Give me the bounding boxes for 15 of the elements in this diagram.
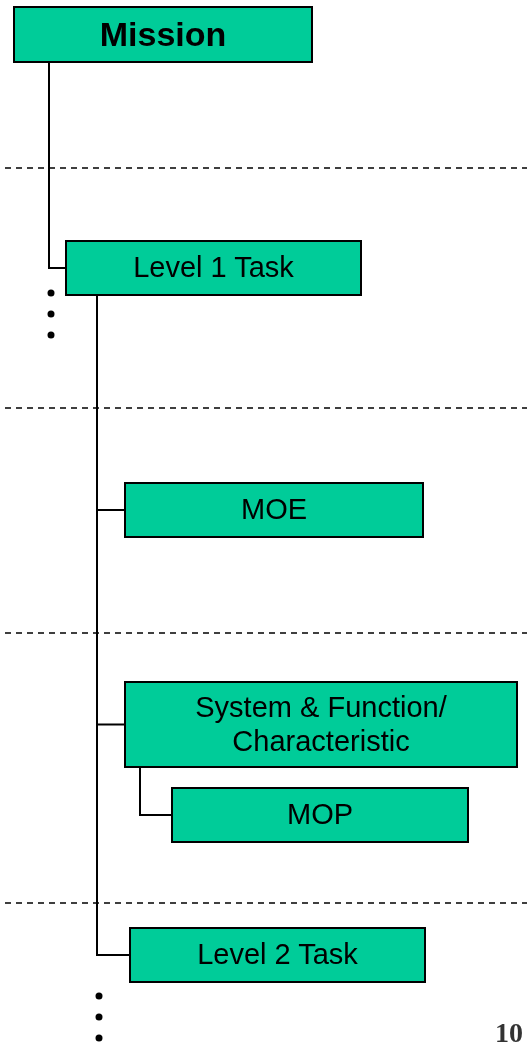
connector-line <box>139 767 172 816</box>
box-label: MOE <box>240 493 308 527</box>
box-label: MOP <box>286 798 354 832</box>
box-label: Level 1 Task <box>133 251 294 285</box>
box-label: System & Function/ Characteristic <box>194 691 448 758</box>
box-label: Level 2 Task <box>197 938 358 972</box>
task-box <box>171 787 469 843</box>
task-box <box>124 482 424 538</box>
task-box <box>13 6 313 63</box>
task-box <box>65 240 362 296</box>
box-label: Mission <box>99 14 227 55</box>
task-box <box>124 681 518 768</box>
task-box <box>129 927 426 983</box>
connector-line <box>48 62 66 269</box>
page-number: 10 <box>495 1017 523 1049</box>
